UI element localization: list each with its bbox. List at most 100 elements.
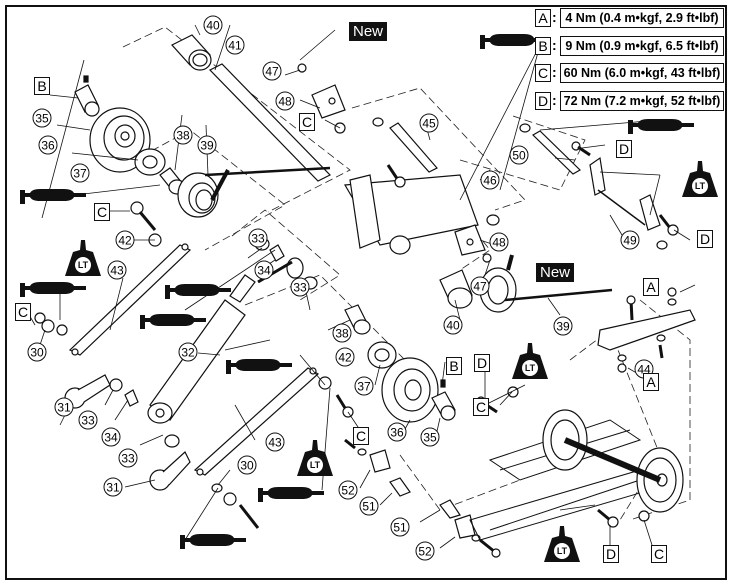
part-40-bushing-top bbox=[171, 34, 212, 71]
callout-number: 52 bbox=[341, 484, 355, 498]
torque-label-c: C bbox=[473, 398, 489, 416]
callout-number: 37 bbox=[73, 167, 87, 181]
part-42-collar-right bbox=[318, 376, 332, 390]
part-36-wheel-right bbox=[381, 357, 439, 423]
washer-45 bbox=[372, 117, 384, 127]
torque-label-d: D bbox=[697, 230, 713, 248]
part-35-screw-right bbox=[440, 379, 446, 388]
part-37-washer bbox=[134, 148, 166, 176]
callout-30: 30 bbox=[27, 342, 47, 362]
callout-39: 39 bbox=[553, 316, 573, 336]
part-51-slider-2 bbox=[439, 499, 461, 519]
callout-45: 45 bbox=[419, 113, 439, 133]
bolt-30 bbox=[238, 504, 260, 529]
callout-33: 33 bbox=[290, 277, 310, 297]
new-part-badge: New bbox=[349, 22, 388, 41]
callout-number: 37 bbox=[357, 380, 371, 394]
locktite-label: LT bbox=[557, 546, 568, 556]
callout-37: 37 bbox=[70, 163, 90, 183]
callout-number: 36 bbox=[390, 426, 404, 440]
callout-number: 43 bbox=[110, 264, 124, 278]
bolt-d-bottom bbox=[597, 508, 619, 528]
callout-36: 36 bbox=[387, 422, 407, 442]
part-35-collar-right bbox=[431, 391, 456, 421]
torque-label-b: B bbox=[446, 357, 462, 375]
locktite-icon bbox=[682, 161, 718, 197]
part-43-arm-right bbox=[193, 367, 320, 476]
torque-label-c: C bbox=[353, 427, 369, 445]
torque-colon: : bbox=[552, 9, 557, 25]
bolt-center bbox=[386, 164, 406, 188]
torque-colon: : bbox=[552, 64, 557, 80]
callout-35: 35 bbox=[420, 427, 440, 447]
callout-number: 50 bbox=[512, 149, 526, 163]
callout-36: 36 bbox=[38, 135, 58, 155]
callout-number: 47 bbox=[265, 65, 279, 79]
new-part-badge: New bbox=[536, 263, 575, 282]
nut-c-left bbox=[34, 312, 46, 324]
callout-50: 50 bbox=[509, 145, 529, 165]
torque-label-d: D bbox=[603, 545, 619, 563]
torque-label-b: B bbox=[34, 77, 50, 95]
callout-52: 52 bbox=[415, 541, 435, 561]
callout-34: 34 bbox=[254, 260, 274, 280]
torque-colon: : bbox=[552, 37, 557, 53]
callout-number: 31 bbox=[57, 401, 71, 415]
part-48-plate-mid bbox=[454, 224, 486, 256]
nut-c-mid bbox=[507, 386, 519, 398]
callout-38: 38 bbox=[332, 323, 352, 343]
callout-number: 38 bbox=[176, 129, 190, 143]
part-44-strap bbox=[597, 287, 696, 373]
callout-number: 38 bbox=[335, 327, 349, 341]
callout-number: 31 bbox=[106, 481, 120, 495]
callout-43: 43 bbox=[107, 260, 127, 280]
part-52-block-1 bbox=[369, 449, 391, 473]
callout-30: 30 bbox=[237, 455, 257, 475]
callout-number: 39 bbox=[556, 320, 570, 334]
part-47-clip-top bbox=[297, 63, 307, 73]
callout-number: 40 bbox=[446, 319, 460, 333]
torque-row-d: D : 72 Nm (7.2 m•kgf, 52 ft•lbf) bbox=[535, 91, 724, 111]
callout-number: 48 bbox=[492, 236, 506, 250]
callout-33: 33 bbox=[248, 228, 268, 248]
callout-number: 35 bbox=[35, 112, 49, 126]
grease-gun-icon bbox=[180, 534, 246, 549]
callout-48: 48 bbox=[275, 91, 295, 111]
callout-39: 39 bbox=[197, 135, 217, 155]
part-43-arm-left bbox=[68, 243, 192, 356]
bolt-d-right bbox=[658, 214, 679, 236]
callout-number: 46 bbox=[483, 174, 497, 188]
torque-key: A bbox=[535, 9, 551, 27]
part-33-washer-4 bbox=[164, 434, 180, 448]
torque-label-d: D bbox=[616, 140, 632, 158]
callout-number: 39 bbox=[200, 139, 214, 153]
part-30-collar-2 bbox=[223, 492, 237, 506]
part-38-bushing-right bbox=[344, 304, 371, 335]
part-46-pivot-arm bbox=[344, 174, 479, 255]
part-52-block-2 bbox=[454, 514, 476, 539]
torque-label-a: A bbox=[643, 278, 659, 296]
bolt-c1 bbox=[130, 201, 157, 231]
part-31-bracket-2 bbox=[149, 451, 191, 491]
grease-gun-icon bbox=[226, 359, 292, 374]
torque-colon: : bbox=[552, 92, 557, 108]
locktite-icon bbox=[544, 526, 580, 562]
torque-label-c: C bbox=[15, 303, 31, 321]
callout-49: 49 bbox=[620, 230, 640, 250]
torque-label-c: C bbox=[299, 113, 315, 131]
torque-key: D bbox=[535, 92, 551, 110]
part-35-collar bbox=[74, 84, 100, 117]
callout-47: 47 bbox=[262, 61, 282, 81]
washer-50 bbox=[519, 123, 531, 133]
callout-31: 31 bbox=[54, 397, 74, 417]
part-40-bushing-mid bbox=[439, 269, 473, 309]
nut-c-bottom bbox=[638, 510, 650, 522]
callout-number: 33 bbox=[293, 281, 307, 295]
torque-row-b: B : 9 Nm (0.9 m•kgf, 6.5 ft•lbf) bbox=[535, 36, 724, 56]
part-48-plate-top bbox=[311, 84, 346, 119]
locktite-icon bbox=[65, 240, 101, 276]
callout-40: 40 bbox=[203, 15, 223, 35]
callout-41: 41 bbox=[225, 35, 245, 55]
callout-33: 33 bbox=[118, 448, 138, 468]
